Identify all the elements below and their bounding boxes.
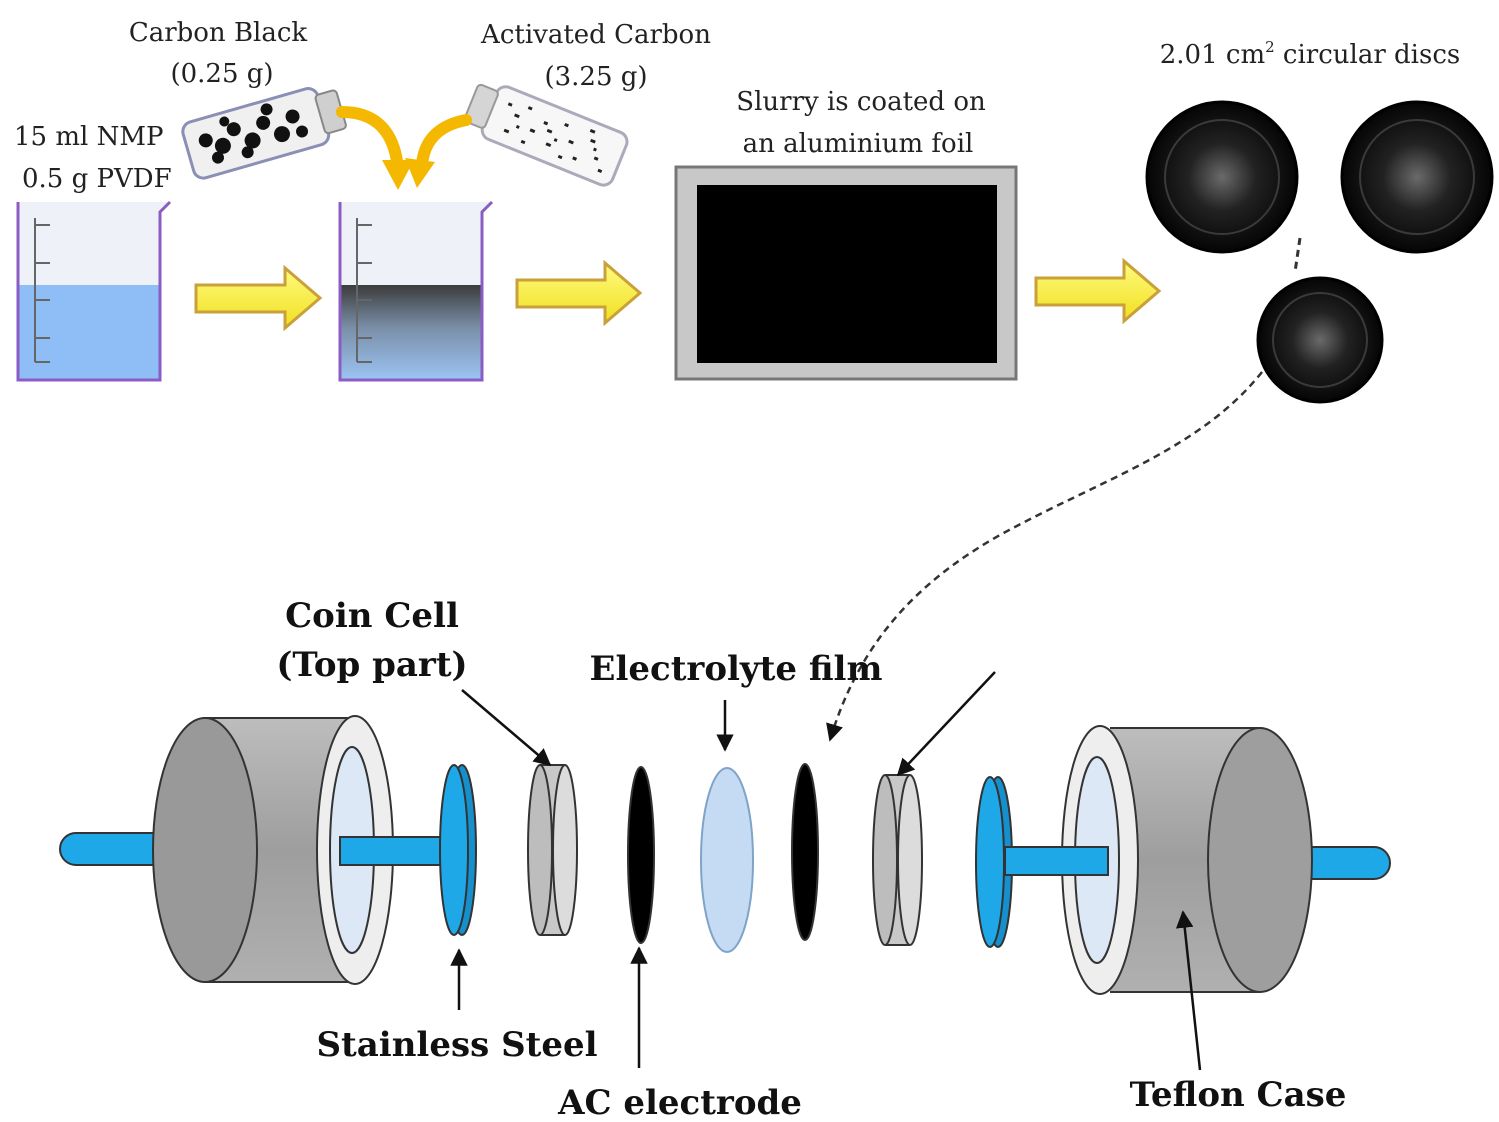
solvent-label-nmp: 15 ml NMP [14, 122, 163, 152]
teflon-case-label: Teflon Case [1130, 1075, 1347, 1115]
curved-arrow-right-icon [416, 114, 472, 171]
teflon-case-left-icon [59, 715, 453, 985]
activated-carbon-bottle-icon [463, 83, 629, 187]
electrode-disc-1-icon [1145, 100, 1299, 254]
curved-arrow-left-icon [336, 106, 404, 174]
ac-electrode-left-icon [627, 766, 655, 944]
activated-carbon-label: Activated Carbon [480, 20, 711, 50]
aluminium-foil-coating-icon [674, 165, 1018, 381]
slurry-label-line2: an aluminium foil [743, 129, 974, 159]
coin-cell-top-icon [527, 764, 578, 936]
coin-cell-bottom-icon [872, 774, 923, 946]
slurry-label-line1: Slurry is coated on [736, 87, 986, 117]
process-arrow-1-icon [194, 264, 323, 332]
dashed-transfer-path [826, 371, 1263, 742]
solvent-label-pvdf: 0.5 g PVDF [22, 164, 172, 194]
ac-electrode-label: AC electrode [557, 1083, 802, 1122]
coin-cell-label-line1: Coin Cell [285, 596, 459, 636]
carbon-black-label: Carbon Black [129, 18, 308, 48]
teflon-case-right-icon [1004, 725, 1391, 995]
stainless-steel-label: Stainless Steel [316, 1025, 597, 1065]
beaker-slurry-icon [338, 200, 494, 382]
activated-carbon-amount: (3.25 g) [544, 62, 647, 92]
pointer-arrows [450, 671, 1202, 1071]
electrolyte-film-label: Electrolyte film [590, 649, 883, 689]
ac-electrode-right-icon [791, 763, 819, 941]
stainless-steel-left-icon [439, 764, 477, 936]
electrode-disc-2-icon [1340, 100, 1494, 254]
carbon-black-bottle-icon [181, 86, 347, 180]
beaker-solvent-icon [16, 200, 172, 382]
electrolyte-film-icon [700, 767, 754, 953]
process-arrow-2-icon [515, 259, 643, 327]
carbon-black-amount: (0.25 g) [170, 59, 273, 89]
electrode-disc-3-icon [1256, 276, 1384, 404]
process-arrow-3-icon [1034, 257, 1162, 325]
coin-cell-label-line2: (Top part) [276, 645, 467, 685]
discs-label: 2.01 cm2 circular discs [1160, 38, 1461, 70]
